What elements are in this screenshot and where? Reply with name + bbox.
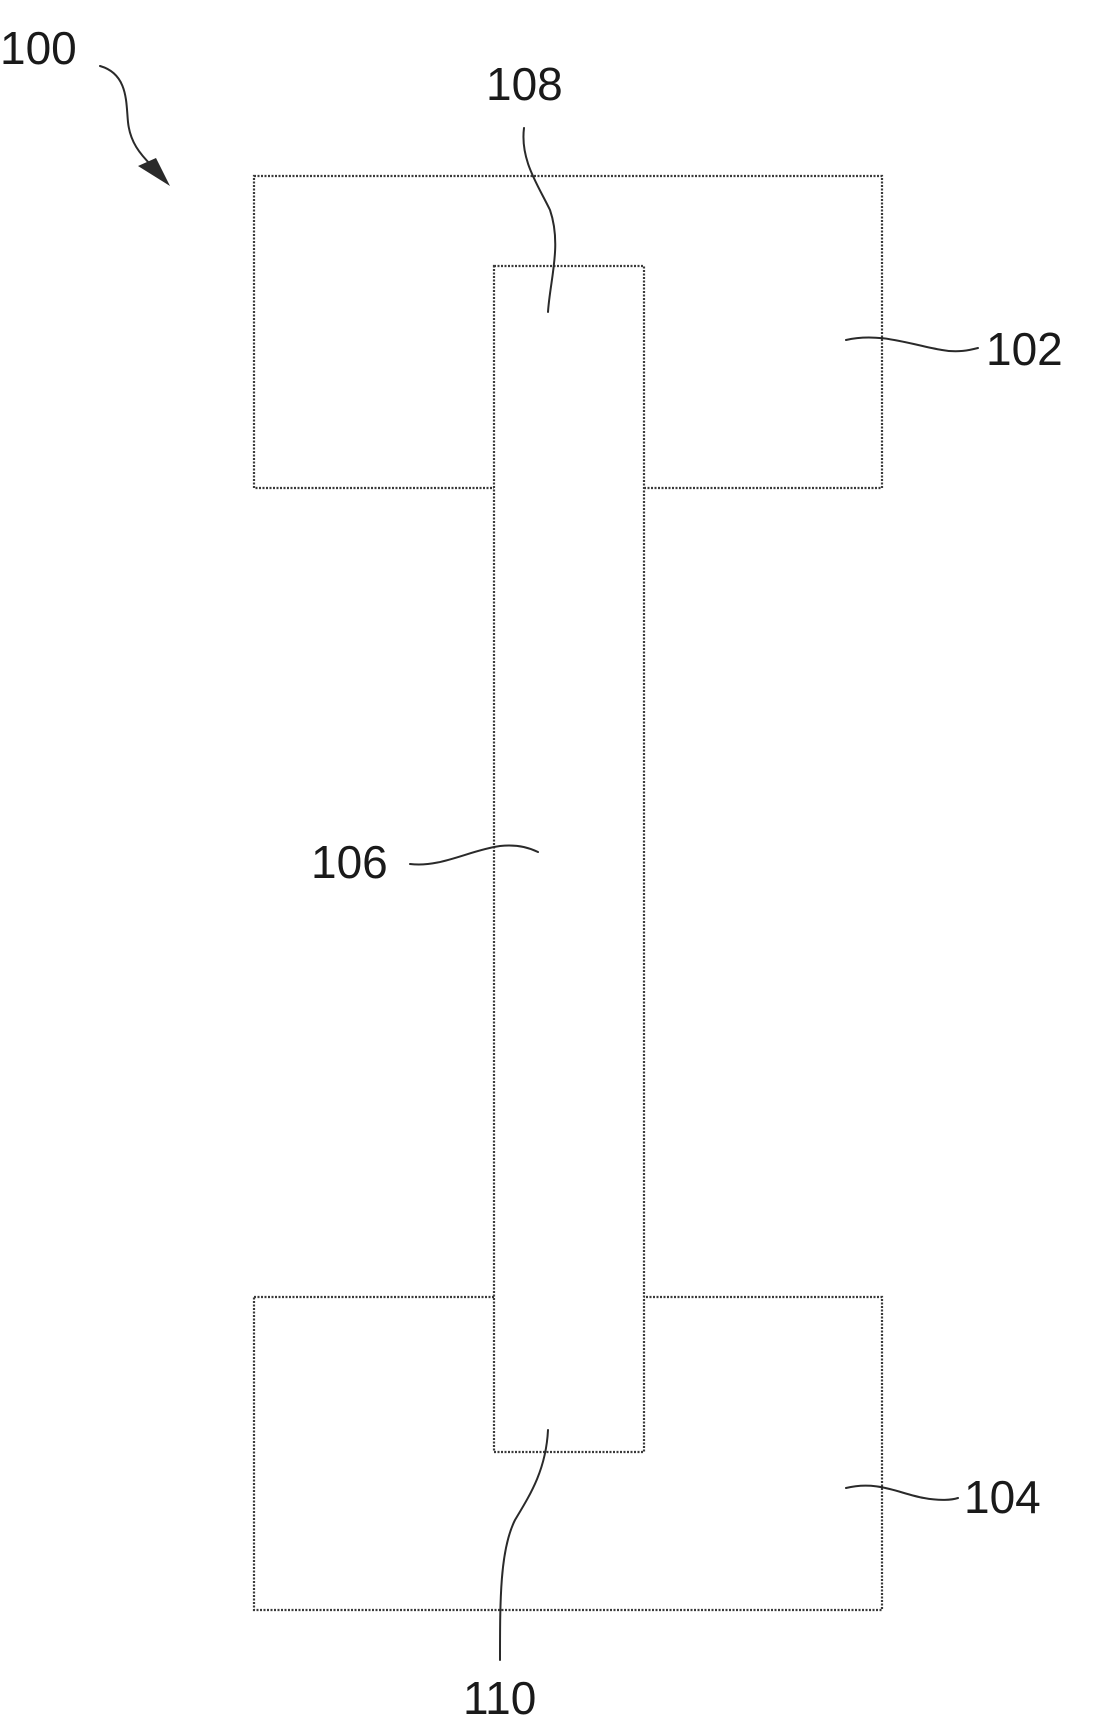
vertical-strip: [494, 266, 644, 1452]
label-strip-bottom-end: 110: [463, 1672, 536, 1719]
label-strip: 106: [311, 836, 388, 888]
assembly-arrowhead-icon: [138, 158, 170, 186]
label-strip-top-end: 108: [486, 58, 563, 110]
label-top-block: 102: [986, 323, 1063, 375]
label-bottom-block: 104: [964, 1471, 1041, 1523]
label-assembly: 100: [0, 22, 77, 74]
assembly-leader-line: [100, 66, 152, 166]
